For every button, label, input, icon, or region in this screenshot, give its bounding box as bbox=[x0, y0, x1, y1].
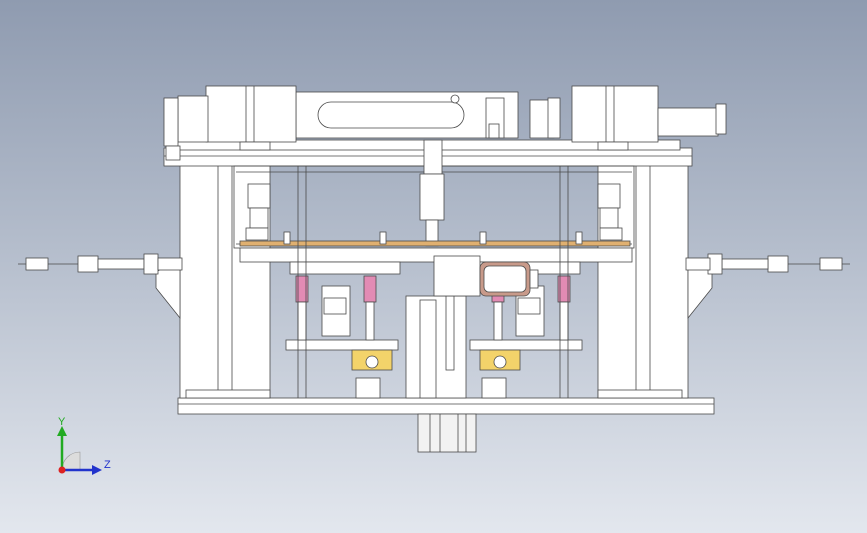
spring-guides bbox=[295, 275, 571, 341]
top-left-cylinder-block bbox=[163, 85, 297, 161]
guide-rods bbox=[297, 166, 569, 398]
axis-triad: Y Z bbox=[57, 416, 111, 475]
top-right-cylinder-block bbox=[529, 85, 727, 151]
top-slot-plate bbox=[295, 91, 519, 139]
drive-motor bbox=[433, 255, 539, 297]
bearing-blocks bbox=[351, 349, 521, 399]
left-gripper bbox=[245, 183, 271, 241]
z-axis-label: Z bbox=[104, 459, 111, 471]
bottom-cylinder bbox=[417, 413, 477, 453]
left-side-cylinder bbox=[18, 253, 183, 275]
conveyor-rail bbox=[239, 231, 631, 247]
triad-quadrant bbox=[61, 451, 81, 471]
center-cylinder bbox=[419, 139, 445, 247]
right-side-cylinder bbox=[685, 253, 850, 275]
y-axis-label: Y bbox=[58, 416, 66, 428]
base-plate bbox=[177, 397, 715, 415]
origin-icon bbox=[58, 466, 66, 474]
right-gripper bbox=[597, 183, 623, 241]
center-post bbox=[405, 295, 467, 399]
left-column bbox=[155, 149, 271, 399]
